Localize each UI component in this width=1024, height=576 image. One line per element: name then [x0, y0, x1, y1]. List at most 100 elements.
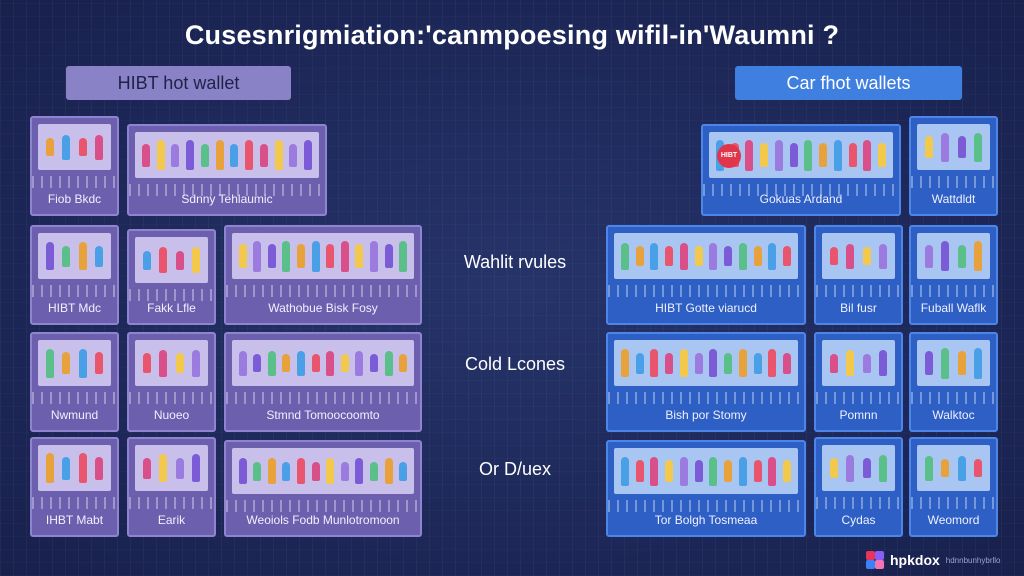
figure-icon	[789, 143, 798, 167]
tile-label: Nwmund	[50, 408, 99, 422]
figure-icon	[340, 461, 349, 481]
figure-icon	[282, 240, 291, 272]
figure-icon	[774, 139, 783, 171]
figure-icon	[925, 244, 934, 268]
figure-icon	[709, 242, 718, 270]
figure-icon	[94, 456, 103, 480]
right-tile-5[interactable]: Fuball Waflk	[909, 225, 998, 325]
hibt-hot-wallet-header: HIBT hot wallet	[66, 66, 291, 100]
right-tile-2[interactable]: Wattdldt	[909, 116, 998, 216]
figure-icon	[941, 459, 950, 477]
figure-icon	[694, 352, 703, 374]
right-tile-10[interactable]: Cydas	[814, 437, 903, 537]
figure-icon	[620, 349, 629, 377]
figure-icon	[679, 242, 688, 270]
right-tile-3[interactable]: HIBT Gotte viarucd	[606, 225, 806, 325]
figure-icon	[304, 140, 313, 170]
right-tile-4[interactable]: Bil fusr	[814, 225, 903, 325]
figure-icon	[738, 349, 747, 377]
figure-icon	[941, 241, 950, 271]
left-tile-10[interactable]: Earik	[127, 437, 216, 537]
figure-icon	[143, 250, 152, 270]
figure-icon	[973, 132, 982, 162]
figure-icon	[370, 461, 379, 481]
tile-illustration	[232, 233, 414, 279]
tile-label: Bil fusr	[840, 301, 877, 315]
tile-illustration	[135, 132, 319, 178]
figure-icon	[175, 457, 184, 479]
figure-icon	[46, 453, 55, 483]
figure-icon	[957, 244, 966, 268]
figure-icon	[46, 348, 55, 378]
figure-icon	[973, 241, 982, 271]
right-tile-1[interactable]: HIBT Gokuas Ardand	[701, 124, 901, 216]
figure-icon	[665, 246, 674, 266]
figure-icon	[753, 246, 762, 266]
right-tile-9[interactable]: Tor Bolgh Tosmeaa	[606, 440, 806, 537]
figure-icon	[175, 353, 184, 373]
figure-icon	[175, 250, 184, 270]
figure-icon	[311, 240, 320, 272]
figure-icon	[253, 240, 262, 272]
figure-icon	[259, 143, 268, 167]
figure-icon	[62, 456, 71, 480]
left-tile-5[interactable]: Wathobue Bisk Fosy	[224, 225, 422, 325]
tile-illustration	[135, 340, 208, 386]
figure-icon	[230, 143, 239, 167]
figure-icon	[878, 243, 887, 269]
figure-icon	[159, 247, 168, 273]
tile-illustration	[38, 340, 111, 386]
figure-icon	[863, 139, 872, 171]
brand-mark-icon	[866, 551, 886, 569]
figure-icon	[724, 246, 733, 266]
figure-icon	[620, 456, 629, 486]
tile-illustration	[822, 340, 895, 386]
figure-icon	[253, 461, 262, 481]
left-tile-6[interactable]: Nwmund	[30, 332, 119, 432]
figure-icon	[830, 458, 839, 478]
figure-icon	[830, 353, 839, 373]
figure-icon	[94, 134, 103, 160]
figure-icon	[267, 458, 276, 484]
right-tile-6[interactable]: Bish por Stomy	[606, 332, 806, 432]
figure-icon	[878, 454, 887, 482]
figure-icon	[804, 139, 813, 171]
left-tile-2[interactable]: Sdnny Tehlaumic	[127, 124, 327, 216]
left-tile-11[interactable]: Weoiols Fodb Munlotromoon	[224, 440, 422, 537]
left-tile-8[interactable]: Stmnd Tomoocoomto	[224, 332, 422, 432]
figure-icon	[650, 349, 659, 377]
tile-label: Bish por Stomy	[665, 408, 747, 422]
figure-icon	[665, 352, 674, 374]
figure-icon	[783, 460, 792, 482]
figure-icon	[46, 242, 55, 270]
left-tile-9[interactable]: IHBT Mabt	[30, 437, 119, 537]
figure-icon	[297, 458, 306, 484]
left-tile-1[interactable]: Fiob Bkdc	[30, 116, 119, 216]
figure-icon	[159, 349, 168, 377]
left-tile-7[interactable]: Nuoeo	[127, 332, 216, 432]
figure-icon	[738, 456, 747, 486]
figure-icon	[78, 138, 87, 156]
tile-illustration	[614, 233, 798, 279]
figure-icon	[355, 244, 364, 268]
right-tile-8[interactable]: Walktoc	[909, 332, 998, 432]
figure-icon	[768, 242, 777, 270]
figure-icon	[783, 246, 792, 266]
figure-icon	[957, 136, 966, 158]
figure-icon	[238, 350, 247, 376]
left-tile-4[interactable]: Fakk Lfle	[127, 229, 216, 325]
right-tile-11[interactable]: Weomord	[909, 437, 998, 537]
brand-name: hpkdox	[890, 552, 940, 568]
figure-icon	[862, 353, 871, 373]
figure-icon	[159, 454, 168, 482]
right-tile-7[interactable]: Pomnn	[814, 332, 903, 432]
figure-icon	[709, 349, 718, 377]
figure-icon	[191, 454, 200, 482]
tile-illustration	[917, 124, 990, 170]
left-tile-3[interactable]: HIBT Mdc	[30, 225, 119, 325]
wallet-rules-label: Wahlit rvules	[463, 252, 567, 272]
figure-icon	[957, 351, 966, 375]
figure-icon	[941, 347, 950, 379]
figure-icon	[957, 455, 966, 481]
tile-label: Wattdldt	[931, 192, 976, 206]
